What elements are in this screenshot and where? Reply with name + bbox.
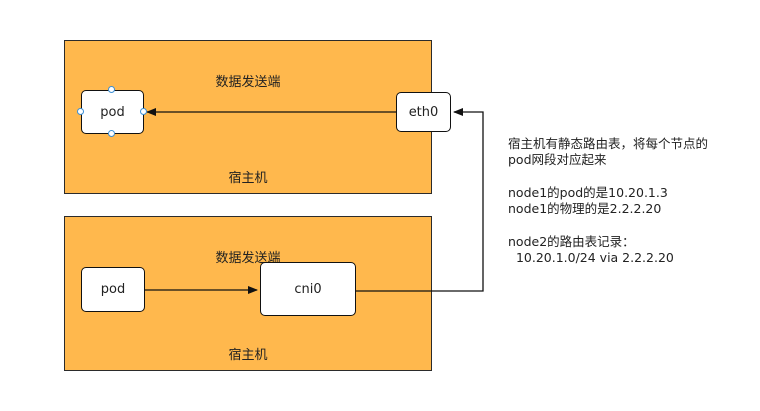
note-line-5: node2的路由表记录：: [508, 234, 635, 249]
host-1-title: 数据发送端: [215, 75, 281, 90]
cni0-to-eth0-route-arrow[interactable]: [356, 108, 484, 292]
note-line-1: 宿主机有静态路由表，将每个节点的: [508, 136, 709, 151]
selection-handle-left[interactable]: [77, 108, 84, 115]
host-2-label: 宿主机: [228, 348, 268, 363]
host-1-label: 宿主机: [228, 171, 268, 186]
eth0-node[interactable]: eth0: [396, 92, 451, 132]
selection-handle-right[interactable]: [140, 108, 147, 115]
pod-node-host-2[interactable]: pod: [81, 267, 145, 312]
note-line-4: node1的物理的是2.2.2.20: [508, 201, 662, 216]
note-line-2: pod网段对应起来: [508, 152, 607, 167]
selection-handle-bottom[interactable]: [108, 130, 115, 137]
note-line-6: 10.20.1.0/24 via 2.2.2.20: [508, 250, 674, 265]
note-line-3: node1的pod的是10.20.1.3: [508, 185, 668, 200]
selection-handle-top[interactable]: [108, 86, 115, 93]
cni0-node[interactable]: cni0: [260, 262, 356, 316]
pod-node-host-1[interactable]: pod: [81, 90, 144, 134]
